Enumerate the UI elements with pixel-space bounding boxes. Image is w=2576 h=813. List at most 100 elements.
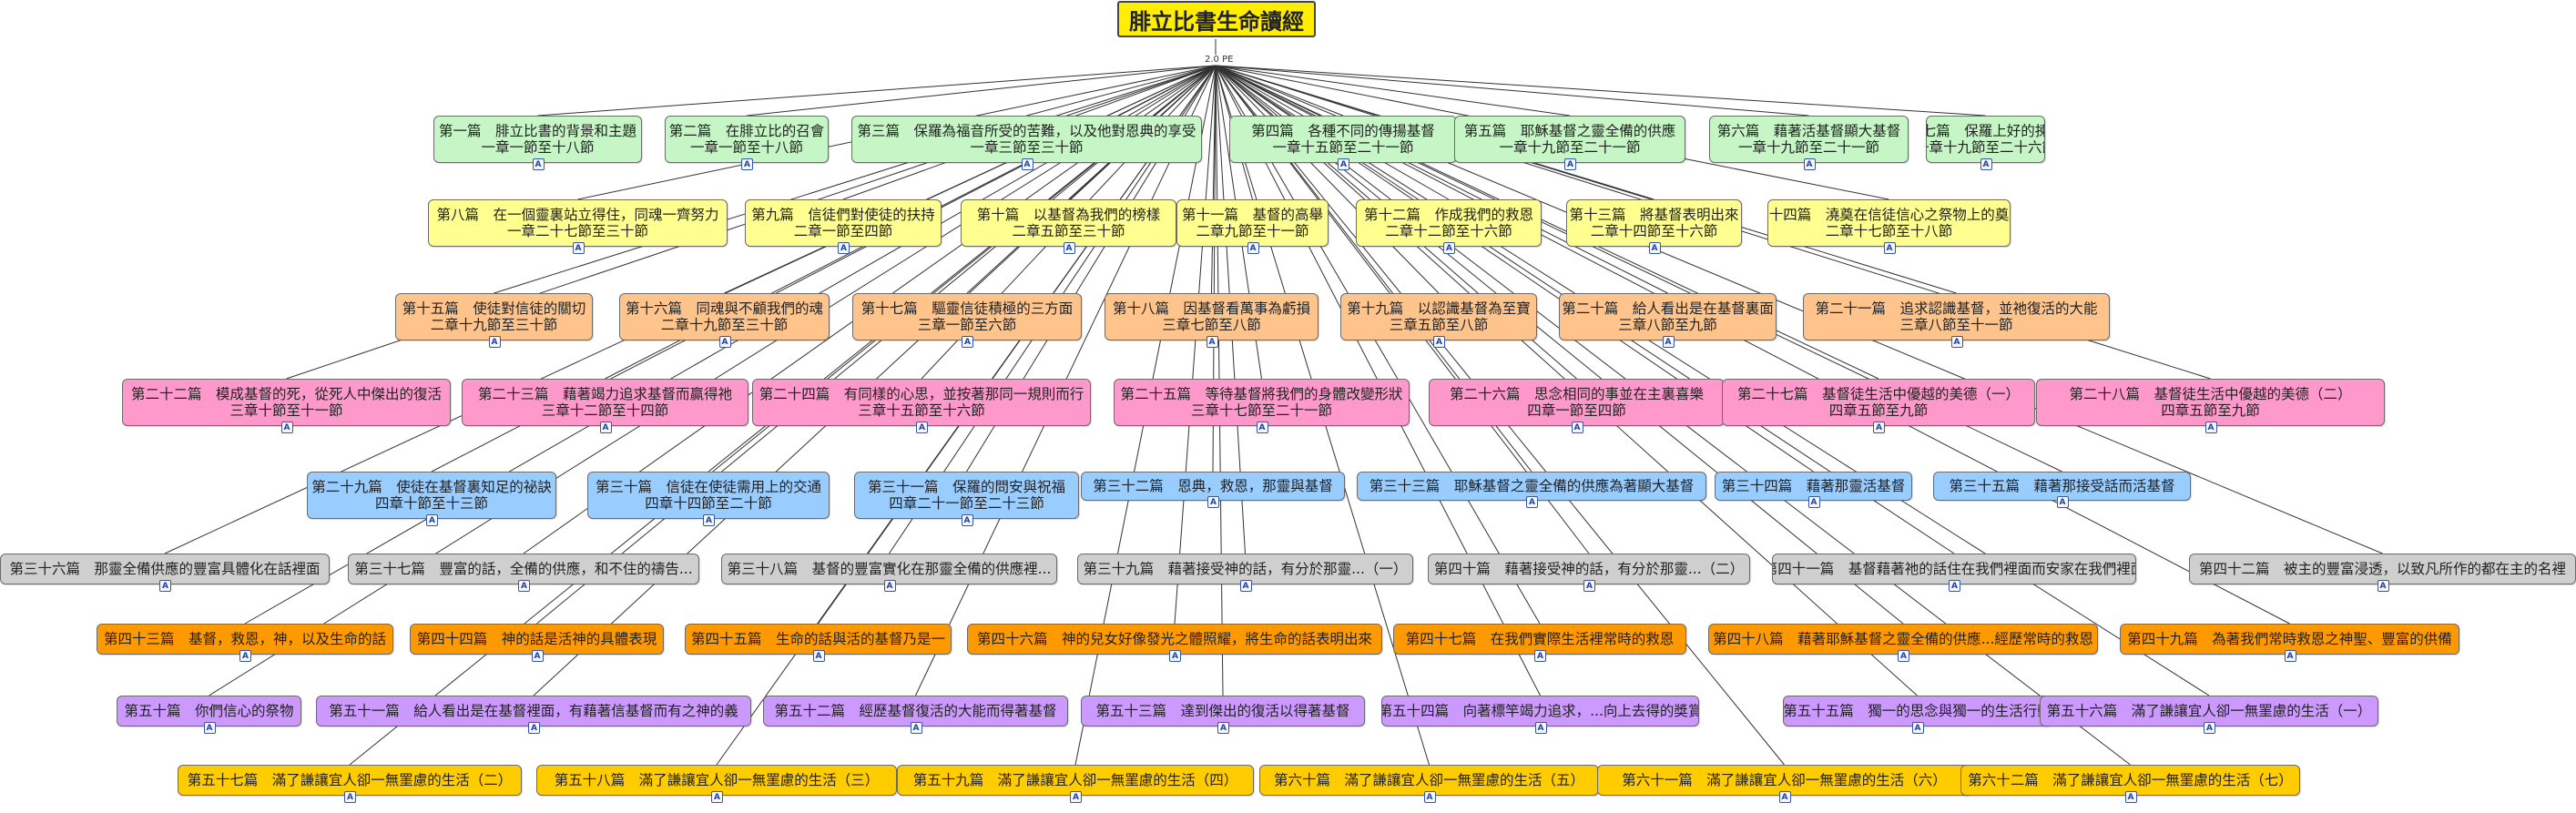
lesson-node[interactable]: 第十七篇 驅靈信徒積極的三方面三章一節至六節	[852, 293, 1082, 340]
attachment-icon[interactable]: A	[344, 791, 356, 803]
attachment-icon[interactable]: A	[532, 158, 545, 170]
attachment-icon[interactable]: A	[599, 422, 612, 433]
attachment-icon[interactable]: A	[1883, 242, 1896, 254]
attachment-icon[interactable]: A	[159, 580, 171, 592]
lesson-node[interactable]: 第二十三篇 藉著竭力追求基督而贏得祂三章十二節至十四節	[462, 379, 748, 426]
attachment-icon[interactable]: A	[239, 650, 251, 662]
attachment-icon[interactable]: A	[1526, 496, 1538, 508]
lesson-node[interactable]: 第二十六篇 思念相同的事並在主裏喜樂四章一節至四節	[1429, 379, 1725, 426]
attachment-icon[interactable]: A	[2204, 722, 2215, 734]
lesson-node[interactable]: 第三十五篇 藉著那接受話而活基督	[1933, 472, 2191, 501]
attachment-icon[interactable]: A	[1534, 722, 1547, 734]
lesson-node[interactable]: 第六十篇 滿了謙讓宜人卻一無罣慮的生活（五）	[1259, 765, 1599, 796]
attachment-icon[interactable]: A	[203, 722, 216, 734]
lesson-node[interactable]: 第四十六篇 神的兒女好像發光之體照耀，將生命的話表明出來	[967, 624, 1382, 655]
lesson-node[interactable]: 第三篇 保羅為福音所受的苦難，以及他對恩典的享受一章三節至三十節	[851, 116, 1202, 163]
lesson-node[interactable]: 第二十五篇 等待基督將我們的身體改變形狀三章十七節至二十一節	[1114, 379, 1410, 426]
lesson-node[interactable]: 第二十一篇 追求認識基督，並祂復活的大能三章八節至十一節	[1803, 293, 2110, 340]
lesson-node[interactable]: 第二十四篇 有同樣的心思，並按著那同一規則而行三章十五節至十六節	[752, 379, 1091, 426]
lesson-node[interactable]: 第四十七篇 在我們實際生活裡常時的救恩	[1393, 624, 1686, 655]
attachment-icon[interactable]: A	[703, 514, 715, 526]
attachment-icon[interactable]: A	[1571, 422, 1583, 433]
lesson-node[interactable]: 第三十二篇 恩典，救恩，那靈與基督	[1081, 472, 1345, 501]
attachment-icon[interactable]: A	[1534, 650, 1546, 662]
lesson-node[interactable]: 第四十九篇 為著我們常時救恩之神聖、豐富的供備	[2120, 624, 2459, 655]
attachment-icon[interactable]: A	[528, 722, 540, 734]
attachment-icon[interactable]: A	[1564, 158, 1576, 170]
lesson-node[interactable]: 第四十三篇 基督，救恩，神，以及生命的話	[97, 624, 393, 655]
attachment-icon[interactable]: A	[1063, 242, 1075, 254]
attachment-icon[interactable]: A	[910, 722, 922, 734]
lesson-node[interactable]: 第十八篇 因基督看萬事為虧損三章七節至八節	[1105, 293, 1319, 340]
lesson-node[interactable]: 第四十一篇 基督藉著祂的話住在我們裡面而安家在我們裡面	[1772, 554, 2136, 584]
lesson-node[interactable]: 第四十四篇 神的話是活神的具體表現	[410, 624, 664, 655]
lesson-node[interactable]: 第十五篇 使徒對信徒的關切二章十九節至三十節	[395, 293, 593, 340]
lesson-node[interactable]: 第三十一篇 保羅的問安與祝福四章二十一節至二十三節	[854, 472, 1079, 519]
lesson-node[interactable]: 第五十一篇 給人看出是在基督裡面，有藉著信基督而有之神的義	[316, 696, 751, 727]
attachment-icon[interactable]: A	[488, 336, 501, 348]
attachment-icon[interactable]: A	[1207, 496, 1219, 508]
lesson-node[interactable]: 第二十七篇 基督徒生活中優越的美德（一）四章五節至九節	[1722, 379, 2035, 426]
lesson-node[interactable]: 第二十二篇 模成基督的死，從死人中傑出的復活三章十節至十一節	[122, 379, 451, 426]
attachment-icon[interactable]: A	[1239, 580, 1252, 592]
attachment-icon[interactable]: A	[1247, 242, 1259, 254]
attachment-icon[interactable]: A	[741, 158, 753, 170]
lesson-node[interactable]: 第五十二篇 經歷基督復活的大能而得著基督	[763, 696, 1068, 727]
attachment-icon[interactable]: A	[1021, 158, 1033, 170]
lesson-node[interactable]: 第四篇 各種不同的傳揚基督一章十五節至二十一節	[1229, 116, 1457, 163]
lesson-node[interactable]: 第五十八篇 滿了謙讓宜人卻一無罣慮的生活（三）	[536, 765, 897, 796]
attachment-icon[interactable]: A	[1217, 722, 1229, 734]
attachment-icon[interactable]: A	[1662, 336, 1675, 348]
attachment-icon[interactable]: A	[1980, 158, 1992, 170]
attachment-icon[interactable]: A	[1778, 791, 1791, 803]
lesson-node[interactable]: 第三十六篇 那靈全備供應的豐富具體化在話裡面	[0, 554, 330, 584]
lesson-node[interactable]: 第三十七篇 豐富的話，全備的供應，和不住的禱告...	[348, 554, 699, 584]
attachment-icon[interactable]: A	[1873, 422, 1885, 433]
lesson-node[interactable]: 第三十篇 信徒在使徒需用上的交通四章十四節至二十節	[587, 472, 830, 519]
attachment-icon[interactable]: A	[426, 514, 438, 526]
lesson-node[interactable]: 第五十六篇 滿了謙讓宜人卻一無罣慮的生活（一）	[2040, 696, 2378, 727]
lesson-node[interactable]: 第四十八篇 藉著耶穌基督之靈全備的供應...經歷常時的救恩	[1708, 624, 2098, 655]
attachment-icon[interactable]: A	[2124, 791, 2137, 803]
lesson-node[interactable]: 第二十八篇 基督徒生活中優越的美德（二）四章五節至九節	[2036, 379, 2385, 426]
attachment-icon[interactable]: A	[2204, 422, 2217, 433]
attachment-icon[interactable]: A	[531, 650, 544, 662]
lesson-node[interactable]: 第十二篇 作成我們的救恩二章十二節至十六節	[1356, 199, 1542, 247]
attachment-icon[interactable]: A	[2284, 650, 2296, 662]
attachment-icon[interactable]: A	[1338, 158, 1349, 170]
attachment-icon[interactable]: A	[1950, 336, 1963, 348]
lesson-node[interactable]: 第三十三篇 耶穌基督之靈全備的供應為著顯大基督	[1357, 472, 1706, 501]
attachment-icon[interactable]: A	[883, 580, 896, 592]
attachment-icon[interactable]: A	[2377, 580, 2389, 592]
attachment-icon[interactable]: A	[961, 514, 973, 526]
lesson-node[interactable]: 第十一篇 基督的高舉二章九節至十一節	[1176, 199, 1329, 247]
attachment-icon[interactable]: A	[1206, 336, 1218, 348]
lesson-node[interactable]: 第六篇 藉著活基督顯大基督一章十九節至二十一節	[1709, 116, 1909, 163]
attachment-icon[interactable]: A	[718, 336, 731, 348]
lesson-node[interactable]: 第二十九篇 使徒在基督裏知足的祕訣四章十節至十三節	[307, 472, 556, 519]
lesson-node[interactable]: 第五十九篇 滿了謙讓宜人卻一無罣慮的生活（四）	[897, 765, 1254, 796]
lesson-node[interactable]: 第九篇 信徒們對使徒的扶持二章一節至四節	[745, 199, 942, 247]
attachment-icon[interactable]: A	[1807, 496, 1820, 508]
lesson-node[interactable]: 第四十五篇 生命的話與活的基督乃是一	[685, 624, 952, 655]
attachment-icon[interactable]: A	[962, 336, 973, 348]
lesson-node[interactable]: 第十九篇 以認識基督為至寶三章五節至八節	[1340, 293, 1537, 340]
lesson-node[interactable]: 第十四篇 澆奠在信徒信心之祭物上的奠祭二章十七節至十八節	[1767, 199, 2011, 247]
attachment-icon[interactable]: A	[1911, 722, 1924, 734]
attachment-icon[interactable]: A	[2056, 496, 2069, 508]
attachment-icon[interactable]: A	[916, 422, 928, 433]
lesson-node[interactable]: 第十六篇 同魂與不顧我們的魂二章十九節至三十節	[619, 293, 830, 340]
attachment-icon[interactable]: A	[1256, 422, 1268, 433]
attachment-icon[interactable]: A	[711, 791, 723, 803]
lesson-node[interactable]: 第十篇 以基督為我們的榜樣二章五節至三十節	[961, 199, 1176, 247]
attachment-icon[interactable]: A	[1803, 158, 1816, 170]
attachment-icon[interactable]: A	[812, 650, 825, 662]
lesson-node[interactable]: 第十三篇 將基督表明出來二章十四節至十六節	[1566, 199, 1742, 247]
lesson-node[interactable]: 第五十篇 你們信心的祭物	[117, 696, 301, 727]
lesson-node[interactable]: 第八篇 在一個靈裏站立得住，同魂一齊努力一章二十七節至三十節	[428, 199, 728, 247]
attachment-icon[interactable]: A	[1583, 580, 1595, 592]
attachment-icon[interactable]: A	[1443, 242, 1455, 254]
lesson-node[interactable]: 第二篇 在腓立比的召會一章一節至十八節	[665, 116, 829, 163]
lesson-node[interactable]: 第四十篇 藉著接受神的話，有分於那靈...（二）	[1428, 554, 1750, 584]
attachment-icon[interactable]: A	[280, 422, 293, 433]
